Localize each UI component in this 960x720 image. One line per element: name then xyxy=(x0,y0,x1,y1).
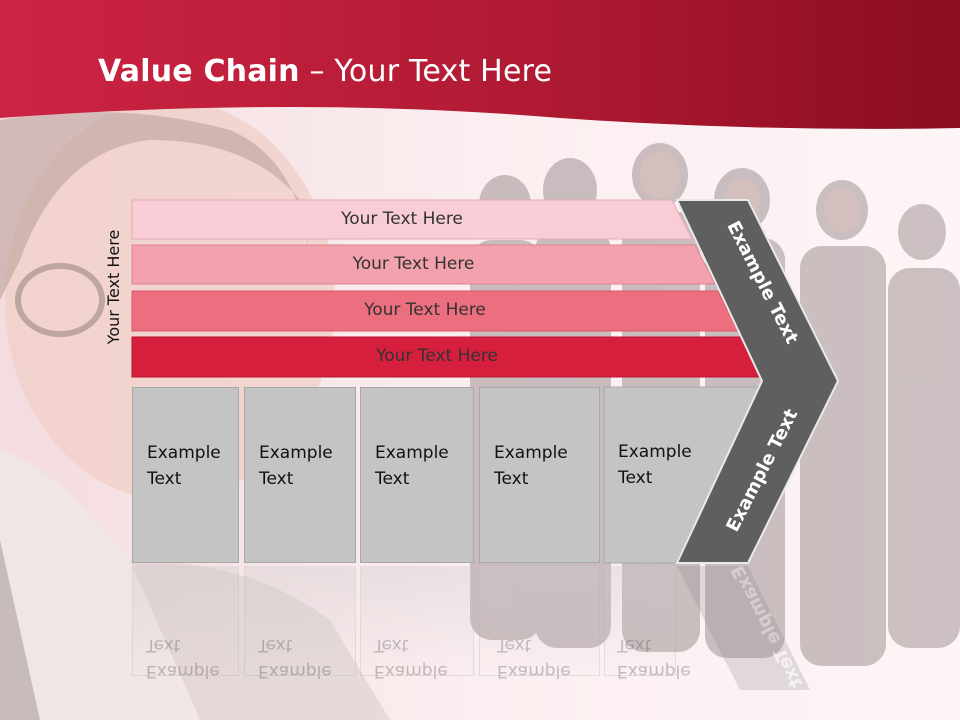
row-3-label: Your Text Here xyxy=(364,300,486,320)
reflection-text-5: Example Text xyxy=(617,632,691,684)
boxes-reflection: Example Text Example Text Example Text Exam… xyxy=(0,566,960,720)
box-3: Example Text xyxy=(360,387,474,563)
row-shape-1 xyxy=(131,199,693,240)
reflection-box-4 xyxy=(479,566,600,676)
reflection-text-3-line1: Example xyxy=(374,661,448,681)
box-2: Example Text xyxy=(244,387,356,563)
row-4-label: Your Text Here xyxy=(376,346,498,366)
box-1-line1: Example xyxy=(147,443,221,463)
reflection-chevron xyxy=(677,566,810,690)
reflection-text-5-line1: Example xyxy=(617,661,691,681)
row-4: Your Text Here xyxy=(132,337,762,375)
reflection-text-1: Example Text xyxy=(146,632,220,684)
row-2: Your Text Here xyxy=(132,245,715,283)
reflection-text-2-line1: Example xyxy=(258,661,332,681)
box-4-line2: Text xyxy=(494,469,529,489)
reflection-text-4: Example Text xyxy=(497,632,571,684)
box-3-line2: Text xyxy=(375,469,410,489)
row-shape-2 xyxy=(131,244,716,285)
row-1-label: Your Text Here xyxy=(341,209,463,229)
title-rest: – Your Text Here xyxy=(299,54,553,89)
reflection-text-5-line2: Text xyxy=(617,635,652,655)
box-5-line2: Text xyxy=(618,468,653,488)
reflection-text-1-line1: Example xyxy=(146,661,220,681)
reflection-text-1-line2: Text xyxy=(146,635,181,655)
reflection-box-2 xyxy=(244,566,356,676)
reflection-box-5 xyxy=(604,566,676,676)
reflection-box-3 xyxy=(360,566,474,676)
box-4-line1: Example xyxy=(494,443,568,463)
row-2-label: Your Text Here xyxy=(352,254,475,274)
box-5-line1: Example xyxy=(618,442,692,462)
reflection-text-3-line2: Text xyxy=(374,635,409,655)
row-1: Your Text Here xyxy=(132,200,692,238)
reflection-box-1 xyxy=(132,566,239,676)
header-band xyxy=(0,0,960,129)
box-3-line1: Example xyxy=(375,443,449,463)
reflection-text-2-line2: Text xyxy=(258,635,293,655)
box-2-line2: Text xyxy=(259,469,294,489)
slide-title: Value Chain – Your Text Here xyxy=(98,54,552,89)
reflection-text-4-line2: Text xyxy=(497,635,532,655)
box-5: Example Text xyxy=(604,387,724,563)
box-1-line2: Text xyxy=(147,469,182,489)
reflection-text-4-line1: Example xyxy=(497,661,571,681)
chevron-arrow xyxy=(675,199,840,564)
row-3: Your Text Here xyxy=(132,291,738,329)
box-2-line1: Example xyxy=(259,443,333,463)
box-1: Example Text xyxy=(132,387,239,563)
title-bold: Value Chain xyxy=(98,54,300,89)
box-4: Example Text xyxy=(479,387,600,563)
reflection-text-3: Example Text xyxy=(374,632,448,684)
reflection-text-2: Example Text xyxy=(258,632,332,684)
